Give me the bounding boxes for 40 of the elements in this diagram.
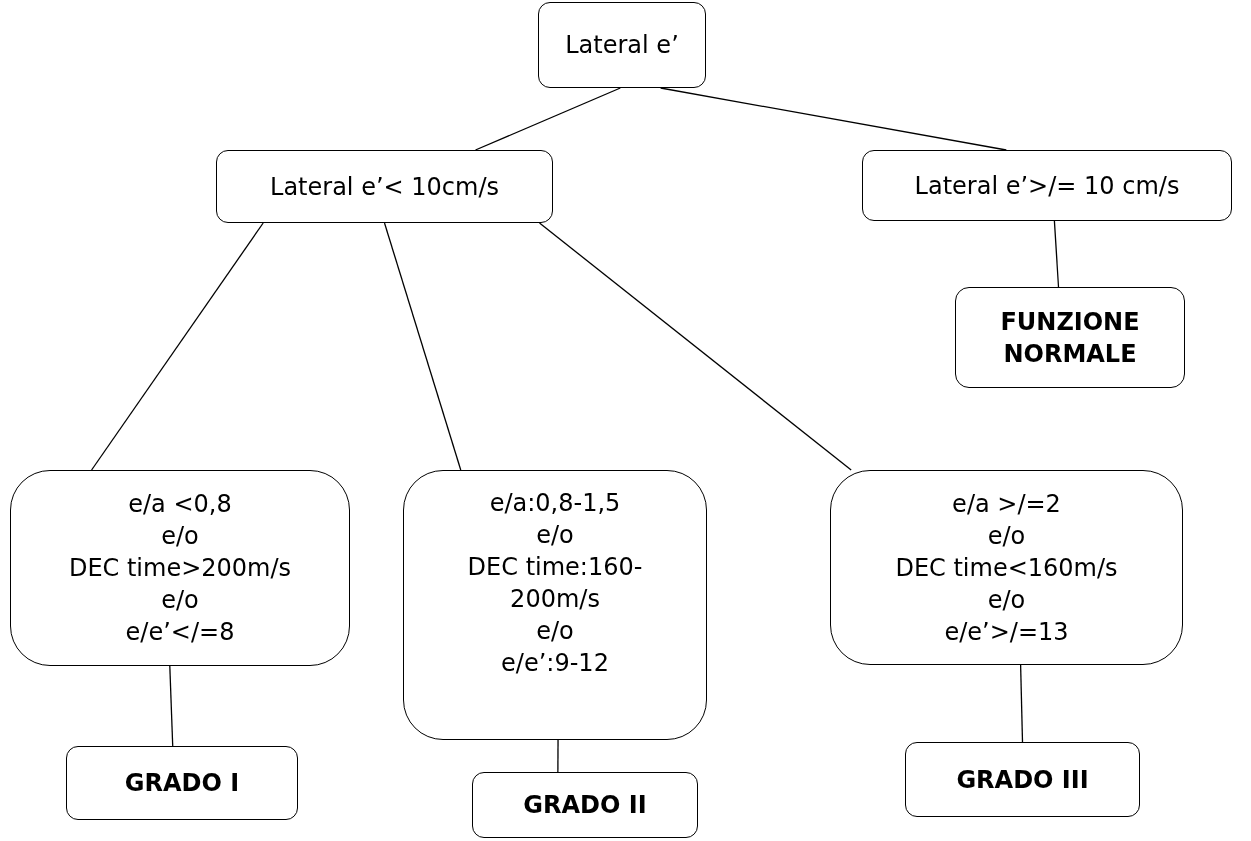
rounded-box [538, 2, 706, 88]
connector-line [383, 222, 462, 471]
node-text: e/o [161, 521, 199, 552]
node-text: Lateral e’>/= 10 cm/s [914, 170, 1180, 202]
node-text: e/e’>/=13 [944, 616, 1069, 648]
node-text: e/o [987, 584, 1026, 616]
connector-line [90, 222, 264, 471]
connector-line [169, 665, 174, 747]
node-text: DEC time>200m/s [68, 553, 292, 584]
rounded-box [216, 150, 553, 223]
node-text: e/o [536, 520, 574, 551]
connector-line [474, 87, 621, 151]
connector-line [1019, 664, 1024, 743]
connector-line [557, 739, 559, 773]
rounded-box [472, 772, 698, 838]
node-text: e/e’:9-12 [501, 648, 609, 679]
node-text: FUNZIONE NORMALE [999, 306, 1141, 370]
node-text: GRADO II [523, 790, 647, 821]
node-text: e/o [536, 616, 574, 647]
node-text: e/a <0,8 [128, 489, 232, 520]
rounded-box [862, 150, 1232, 221]
node-text: e/o [161, 585, 199, 616]
rounded-box [10, 470, 350, 666]
node-text: e/e’</=8 [125, 617, 235, 648]
rounded-box [830, 470, 1183, 665]
connector-line [660, 87, 1007, 151]
rounded-box [66, 746, 298, 820]
rounded-box [955, 287, 1185, 388]
node-text: GRADO III [956, 764, 1089, 796]
node-text: Lateral e’ [565, 30, 679, 61]
node-text: e/a:0,8-1,5 [489, 488, 621, 519]
rounded-box [403, 470, 707, 740]
node-text: GRADO I [124, 768, 240, 799]
connector-line [538, 222, 852, 471]
node-text: Lateral e’< 10cm/s [270, 171, 499, 203]
node-text: e/a >/=2 [952, 488, 1061, 520]
rounded-box [905, 742, 1140, 817]
node-text: e/o [987, 520, 1026, 552]
node-text: DEC time<160m/s [895, 552, 1118, 584]
connector-line [1053, 220, 1060, 288]
